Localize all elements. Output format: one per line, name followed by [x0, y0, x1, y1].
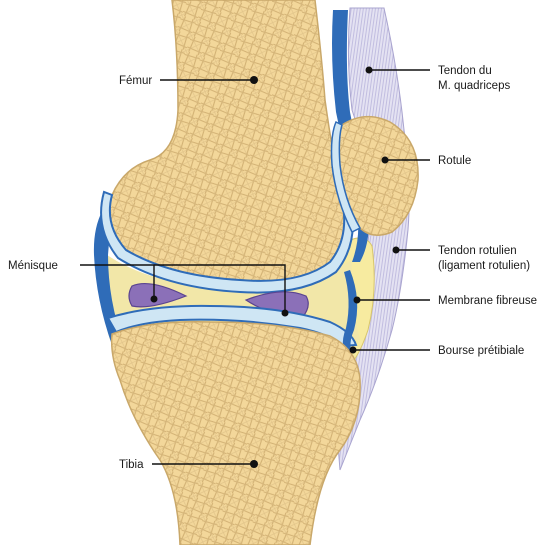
- marker-femur: [250, 76, 258, 84]
- label-tendon-rot-line2: (ligament rotulien): [438, 260, 530, 272]
- label-bourse: Bourse prétibiale: [438, 345, 524, 357]
- tibia: [112, 322, 361, 545]
- label-tibia: Tibia: [119, 459, 144, 471]
- marker-menisque-right: [282, 310, 289, 317]
- marker-menisque-left: [151, 296, 158, 303]
- label-membrane: Membrane fibreuse: [438, 295, 537, 307]
- label-tendon-rot-line1: Tendon rotulien: [438, 245, 517, 257]
- label-rotule: Rotule: [438, 155, 471, 167]
- label-femur: Fémur: [119, 75, 152, 87]
- label-menisque: Ménisque: [8, 260, 58, 272]
- label-tendon-line1: Tendon du: [438, 65, 492, 77]
- femur: [110, 0, 344, 281]
- label-tendon-line2: M. quadriceps: [438, 80, 510, 92]
- marker-tibia: [250, 460, 258, 468]
